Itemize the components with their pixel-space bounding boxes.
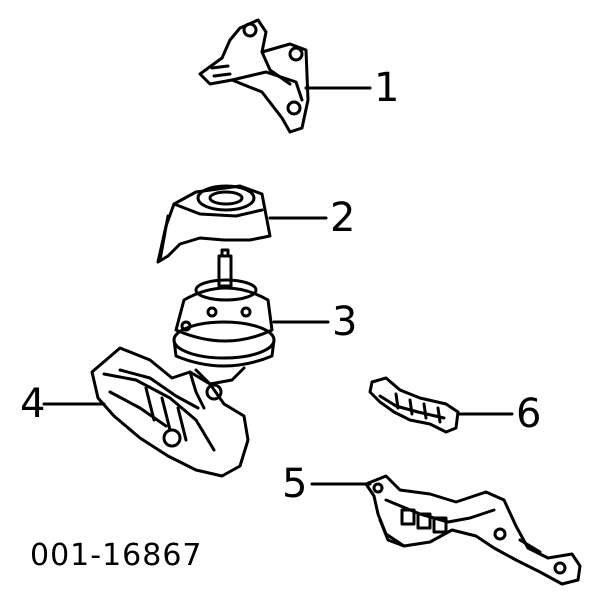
part-4-engine-bracket [90, 346, 250, 478]
callout-3: 3 [332, 299, 358, 345]
part-5-crossmember-bracket [364, 474, 582, 586]
callout-6: 6 [516, 391, 542, 437]
part-1-mount-bracket [198, 18, 310, 134]
figure-id: 001-16867 [30, 538, 203, 573]
part-3-insulator-mount [172, 248, 276, 386]
callout-5: 5 [282, 461, 308, 507]
callout-4: 4 [20, 381, 46, 427]
part-2-heat-shield [156, 184, 272, 264]
part-6-small-shield [368, 376, 460, 434]
callout-2: 2 [330, 195, 356, 241]
callout-1: 1 [374, 65, 400, 111]
